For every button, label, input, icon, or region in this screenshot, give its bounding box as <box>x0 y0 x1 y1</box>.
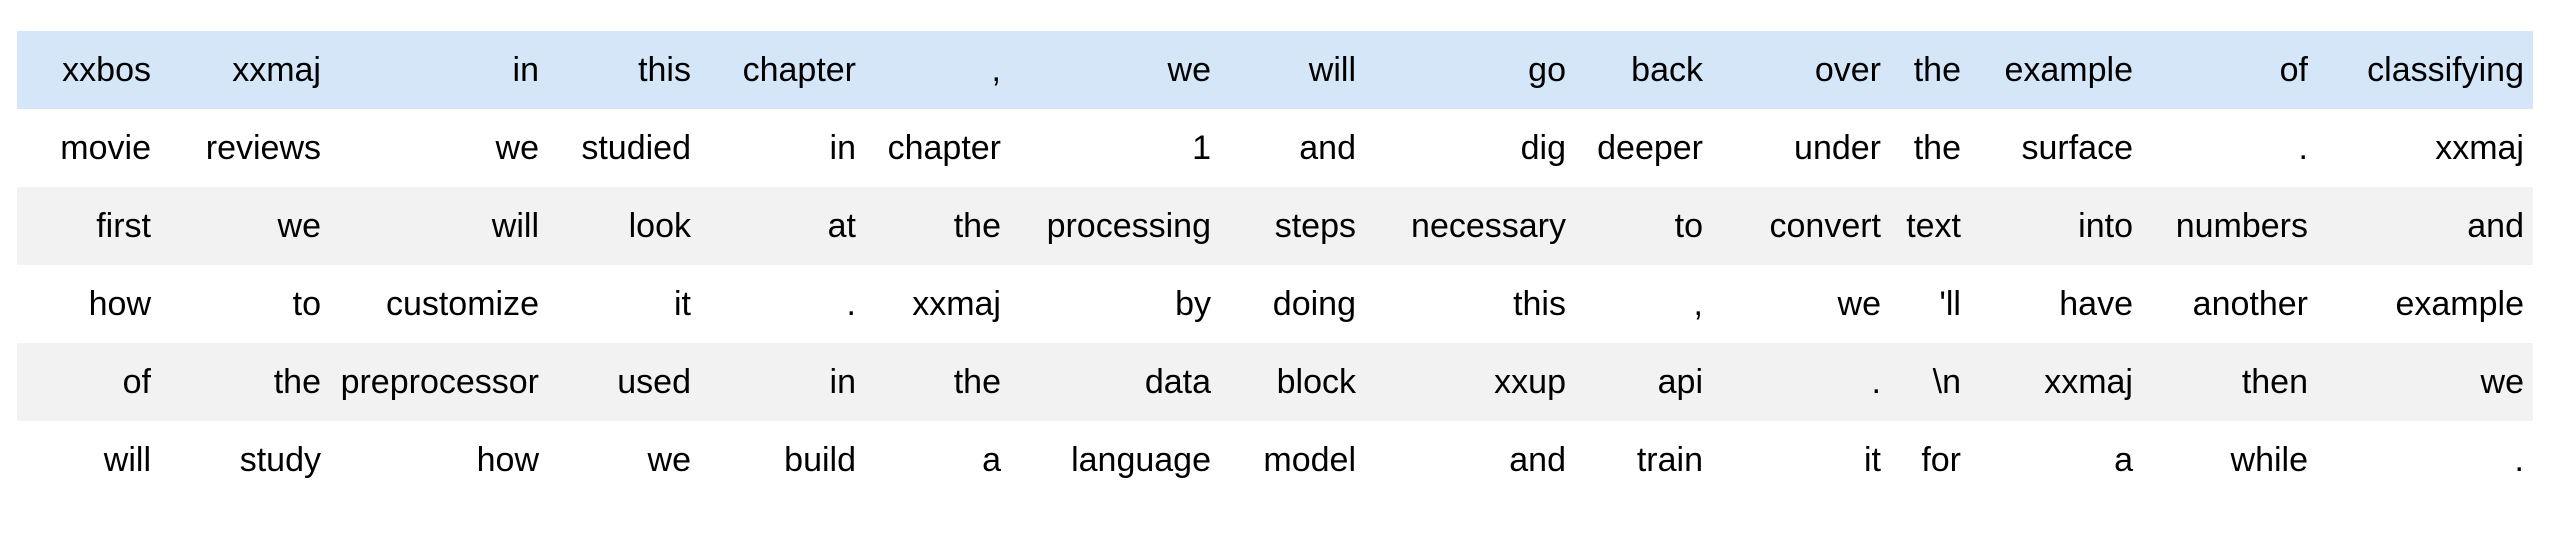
token-cell: in <box>700 343 865 421</box>
token-cell: then <box>2142 343 2317 421</box>
token-cell: 1 <box>1010 109 1220 187</box>
token-cell: it <box>1712 421 1890 499</box>
token-cell: text <box>1890 187 1970 265</box>
token-cell: have <box>1970 265 2142 343</box>
token-cell: convert <box>1712 187 1890 265</box>
token-cell: numbers <box>2142 187 2317 265</box>
token-cell: we <box>2317 343 2533 421</box>
token-cell: in <box>330 31 548 109</box>
token-cell: xxup <box>1365 343 1575 421</box>
token-cell: we <box>1010 31 1220 109</box>
token-cell: to <box>160 265 330 343</box>
token-cell: studied <box>548 109 700 187</box>
token-cell: api <box>1575 343 1712 421</box>
token-cell: reviews <box>160 109 330 187</box>
token-cell: train <box>1575 421 1712 499</box>
token-cell: and <box>1220 109 1365 187</box>
token-cell: another <box>2142 265 2317 343</box>
token-cell: this <box>1365 265 1575 343</box>
token-cell: chapter <box>865 109 1010 187</box>
token-cell: block <box>1220 343 1365 421</box>
token-cell: example <box>1970 31 2142 109</box>
token-cell: this <box>548 31 700 109</box>
token-cell: 'll <box>1890 265 1970 343</box>
token-cell: surface <box>1970 109 2142 187</box>
token-cell: it <box>548 265 700 343</box>
token-cell: the <box>1890 31 1970 109</box>
token-cell: we <box>160 187 330 265</box>
token-cell: first <box>17 187 160 265</box>
token-cell: movie <box>17 109 160 187</box>
token-cell: language <box>1010 421 1220 499</box>
token-cell: how <box>17 265 160 343</box>
token-cell: the <box>160 343 330 421</box>
token-cell: we <box>548 421 700 499</box>
token-cell: while <box>2142 421 2317 499</box>
token-cell: into <box>1970 187 2142 265</box>
token-cell: \n <box>1890 343 1970 421</box>
token-cell: of <box>17 343 160 421</box>
token-cell: , <box>865 31 1010 109</box>
token-cell: under <box>1712 109 1890 187</box>
token-cell: preprocessor <box>330 343 548 421</box>
token-cell: how <box>330 421 548 499</box>
token-cell: the <box>865 343 1010 421</box>
token-cell: to <box>1575 187 1712 265</box>
token-cell: processing <box>1010 187 1220 265</box>
token-cell: in <box>700 109 865 187</box>
token-cell: will <box>330 187 548 265</box>
token-cell: we <box>330 109 548 187</box>
token-cell: at <box>700 187 865 265</box>
token-cell: a <box>1970 421 2142 499</box>
token-cell: necessary <box>1365 187 1575 265</box>
token-cell: will <box>1220 31 1365 109</box>
token-cell: . <box>2142 109 2317 187</box>
token-cell: example <box>2317 265 2533 343</box>
token-cell: . <box>2317 421 2533 499</box>
token-cell: deeper <box>1575 109 1712 187</box>
token-cell: a <box>865 421 1010 499</box>
token-cell: xxmaj <box>865 265 1010 343</box>
token-cell: of <box>2142 31 2317 109</box>
token-cell: study <box>160 421 330 499</box>
token-cell: look <box>548 187 700 265</box>
token-cell: go <box>1365 31 1575 109</box>
token-cell: xxmaj <box>160 31 330 109</box>
token-cell: model <box>1220 421 1365 499</box>
token-cell: . <box>700 265 865 343</box>
token-cell: , <box>1575 265 1712 343</box>
token-cell: customize <box>330 265 548 343</box>
token-cell: build <box>700 421 865 499</box>
token-cell: data <box>1010 343 1220 421</box>
token-cell: the <box>1890 109 1970 187</box>
token-cell: doing <box>1220 265 1365 343</box>
token-cell: we <box>1712 265 1890 343</box>
token-cell: over <box>1712 31 1890 109</box>
token-cell: . <box>1712 343 1890 421</box>
token-cell: the <box>865 187 1010 265</box>
token-cell: by <box>1010 265 1220 343</box>
token-cell: classifying <box>2317 31 2533 109</box>
token-cell: xxbos <box>17 31 160 109</box>
token-cell: steps <box>1220 187 1365 265</box>
token-cell: chapter <box>700 31 865 109</box>
token-cell: xxmaj <box>1970 343 2142 421</box>
token-cell: and <box>2317 187 2533 265</box>
token-cell: used <box>548 343 700 421</box>
token-cell: dig <box>1365 109 1575 187</box>
token-cell: for <box>1890 421 1970 499</box>
token-cell: and <box>1365 421 1575 499</box>
token-cell: back <box>1575 31 1712 109</box>
token-cell: xxmaj <box>2317 109 2533 187</box>
token-cell: will <box>17 421 160 499</box>
